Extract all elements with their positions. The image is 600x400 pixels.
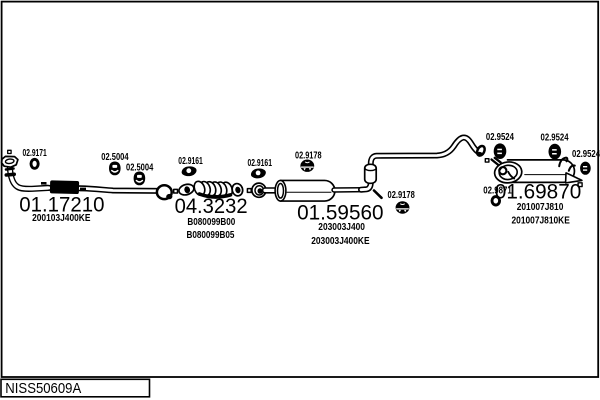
svg-text:02.9524: 02.9524 — [572, 148, 600, 159]
svg-text:01.69870: 01.69870 — [495, 180, 581, 203]
svg-text:02.5004: 02.5004 — [126, 161, 154, 172]
svg-text:201007J810KE: 201007J810KE — [512, 215, 570, 227]
svg-text:02.9524: 02.9524 — [486, 131, 515, 142]
svg-text:02.9171: 02.9171 — [23, 147, 47, 159]
svg-text:01.17210: 01.17210 — [19, 193, 104, 216]
svg-text:203003J400KE: 203003J400KE — [311, 235, 369, 247]
svg-text:02.9178: 02.9178 — [388, 189, 415, 200]
svg-text:203003J400: 203003J400 — [318, 221, 365, 233]
svg-text:02.5004: 02.5004 — [101, 151, 129, 162]
svg-text:02.9161: 02.9161 — [178, 154, 203, 166]
svg-text:01.59560: 01.59560 — [297, 201, 383, 224]
svg-text:B080099B05: B080099B05 — [187, 228, 235, 240]
svg-text:02.9161: 02.9161 — [248, 157, 273, 169]
svg-text:02.9871: 02.9871 — [483, 185, 511, 196]
svg-text:201007J810: 201007J810 — [517, 201, 564, 213]
svg-text:NISS50609A: NISS50609A — [5, 379, 81, 396]
svg-text:200103J400KE: 200103J400KE — [32, 212, 90, 224]
svg-text:02.9524: 02.9524 — [541, 131, 570, 142]
svg-text:04.3232: 04.3232 — [175, 195, 248, 218]
svg-text:02.9178: 02.9178 — [295, 149, 322, 161]
svg-text:B080099B00: B080099B00 — [187, 215, 235, 227]
